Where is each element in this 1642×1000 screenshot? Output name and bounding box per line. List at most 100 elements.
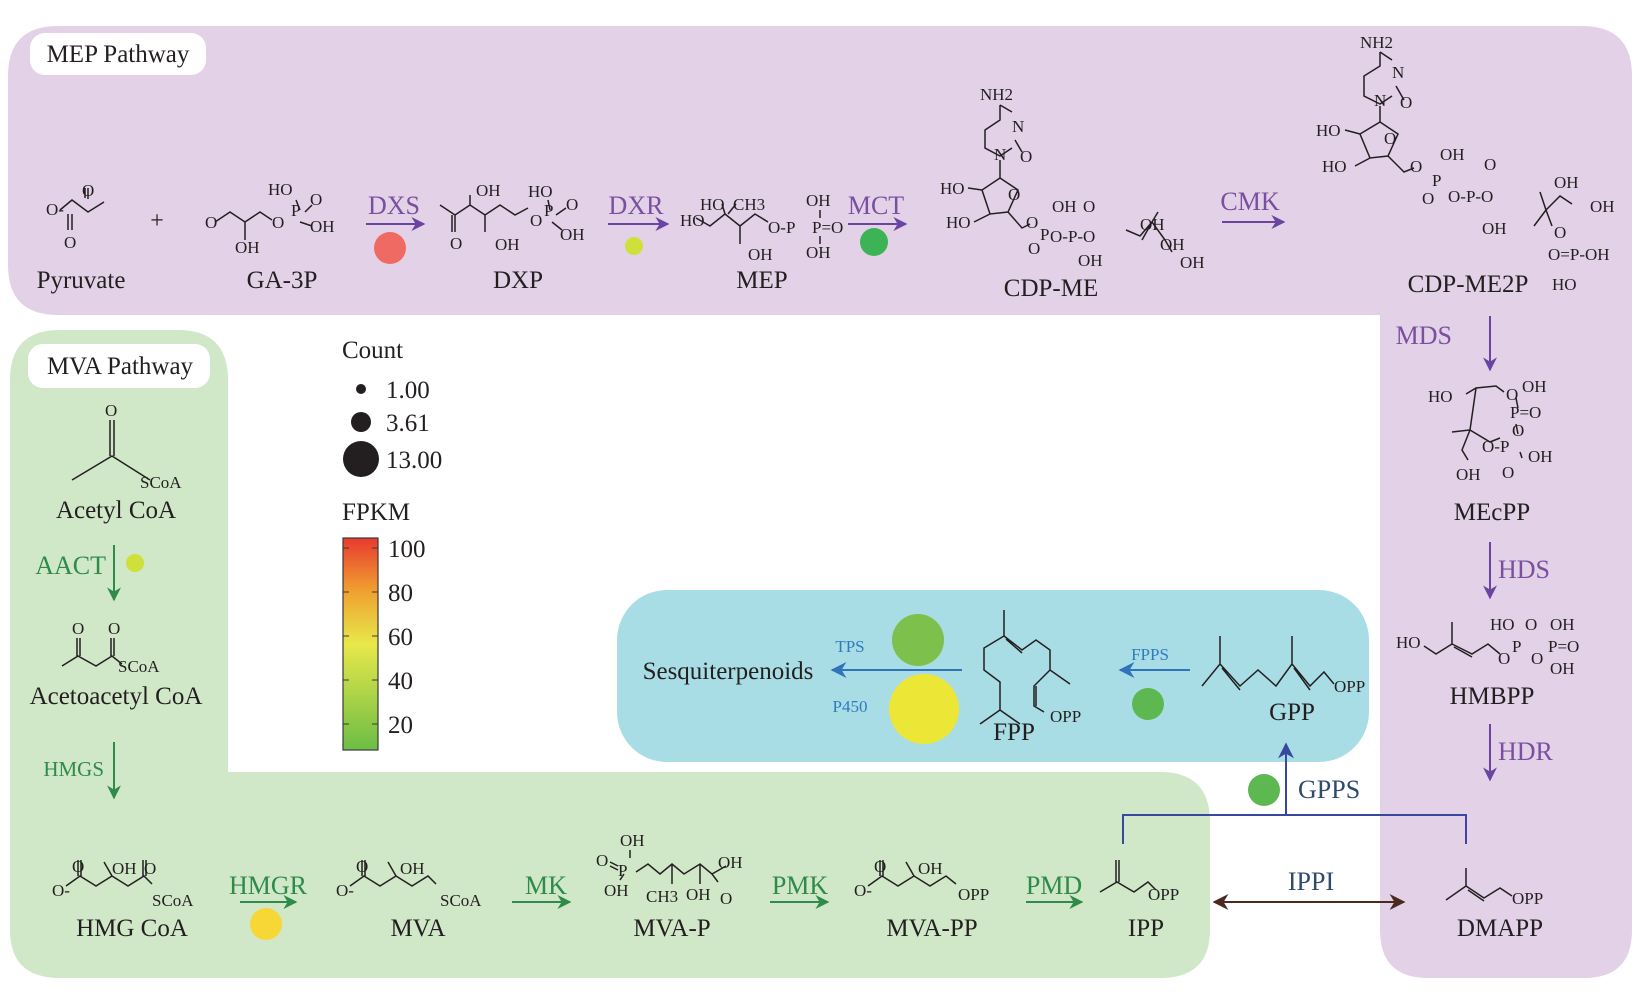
svg-text:O: O xyxy=(1026,213,1038,232)
svg-text:O: O xyxy=(1506,385,1518,404)
compound-ga3p: GA-3P xyxy=(247,267,318,294)
mep-pathway-label: MEP Pathway xyxy=(47,41,190,68)
enzyme-ippi: IPPI xyxy=(1288,867,1334,896)
mva-pp-structure: O- O OH OPP xyxy=(854,857,989,904)
mep-label-box xyxy=(30,33,206,75)
bubble-tps xyxy=(892,614,944,666)
dxp-structure: OH O OH HO O P O OH xyxy=(439,181,585,254)
enzyme-hdr: HDR xyxy=(1498,737,1554,766)
hmg-coa-structure: O- O OH O SCoA xyxy=(52,857,194,910)
bubble-aact xyxy=(126,554,144,572)
svg-text:O-: O- xyxy=(854,881,872,900)
svg-text:P=O: P=O xyxy=(1548,637,1579,656)
svg-text:HO: HO xyxy=(1490,615,1515,634)
fpkm-tick-label: 40 xyxy=(388,668,413,695)
bubble-p450 xyxy=(889,674,959,744)
svg-text:O: O xyxy=(1484,155,1496,174)
count-legend-label-2: 3.61 xyxy=(386,410,430,437)
svg-text:P: P xyxy=(1432,171,1441,190)
compound-hmg-coa: HMG CoA xyxy=(76,915,188,942)
svg-text:OH: OH xyxy=(1440,145,1465,164)
fpkm-tick-label: 20 xyxy=(388,712,413,739)
count-legend-dot-large xyxy=(343,441,379,477)
svg-text:SCoA: SCoA xyxy=(118,657,160,676)
svg-text:P=O: P=O xyxy=(812,218,843,237)
svg-text:O: O xyxy=(105,401,117,420)
svg-text:OH: OH xyxy=(806,191,831,210)
svg-text:SCoA: SCoA xyxy=(140,473,182,492)
svg-text:OH: OH xyxy=(1052,197,1077,216)
count-legend: Count 1.00 3.61 13.00 xyxy=(342,337,442,477)
svg-text:OPP: OPP xyxy=(1512,889,1543,908)
svg-text:OH: OH xyxy=(560,225,585,244)
svg-text:OH: OH xyxy=(686,885,711,904)
mva-label-box xyxy=(28,344,210,388)
cdp-me2p-structure: NH2 N N O O HO HO O OH P O O-P-O O OH OH… xyxy=(1316,33,1615,294)
svg-text:O: O xyxy=(1028,239,1040,258)
svg-text:O: O xyxy=(1384,129,1396,148)
enzyme-fpps: FPPS xyxy=(1131,645,1169,664)
svg-text:HO: HO xyxy=(1396,633,1421,652)
svg-text:OH: OH xyxy=(1528,447,1553,466)
mep-region xyxy=(8,26,1632,978)
svg-text:HO: HO xyxy=(1316,121,1341,140)
svg-text:OPP: OPP xyxy=(958,885,989,904)
fpkm-tick-label: 60 xyxy=(388,624,413,651)
svg-text:OPP: OPP xyxy=(1334,677,1365,696)
bubble-fpps xyxy=(1132,688,1164,720)
bubble-hmgr xyxy=(250,908,282,940)
enzyme-hds: HDS xyxy=(1498,555,1550,584)
plus-sign: + xyxy=(150,208,164,234)
svg-text:P: P xyxy=(618,861,627,880)
svg-text:OH: OH xyxy=(620,831,645,850)
pyruvate-structure: O- O O xyxy=(46,181,105,252)
svg-text:OH: OH xyxy=(1140,215,1165,234)
svg-text:O: O xyxy=(356,857,368,876)
svg-text:P: P xyxy=(1040,225,1049,244)
enzyme-gpps: GPPS xyxy=(1298,775,1360,804)
enzyme-p450: P450 xyxy=(833,697,868,716)
svg-text:OH: OH xyxy=(1482,219,1507,238)
svg-text:HO: HO xyxy=(1428,387,1453,406)
compound-ipp: IPP xyxy=(1128,915,1164,942)
svg-text:O=P-OH: O=P-OH xyxy=(1548,245,1610,264)
svg-text:HO: HO xyxy=(528,182,553,201)
svg-text:P: P xyxy=(1512,637,1521,656)
compound-hmbpp: HMBPP xyxy=(1450,683,1535,710)
enzyme-dxs: DXS xyxy=(368,191,420,220)
mva-region xyxy=(10,330,1210,978)
svg-text:O: O xyxy=(108,619,120,638)
svg-text:OH: OH xyxy=(235,238,260,257)
enzyme-pmk: PMK xyxy=(772,871,829,900)
svg-text:O-P-O: O-P-O xyxy=(1448,187,1493,206)
compound-acetyl-coa: Acetyl CoA xyxy=(56,497,176,524)
svg-text:O: O xyxy=(1422,189,1434,208)
svg-text:OPP: OPP xyxy=(1148,885,1179,904)
svg-text:O: O xyxy=(1512,421,1524,440)
compound-dmapp: DMAPP xyxy=(1457,915,1543,942)
bubble-dxs xyxy=(374,232,406,264)
svg-text:HO: HO xyxy=(1552,275,1577,294)
svg-text:O-: O- xyxy=(52,881,70,900)
enzyme-dxr: DXR xyxy=(609,191,665,220)
svg-text:OH: OH xyxy=(476,181,501,200)
svg-text:OH: OH xyxy=(604,881,629,900)
svg-text:OH: OH xyxy=(1180,253,1205,272)
cdp-me-structure: NH2 N N O O HO HO O P O OH O-P-O O OH OH… xyxy=(940,85,1205,272)
gpp-structure: OPP xyxy=(1201,636,1365,696)
svg-text:N: N xyxy=(994,145,1006,164)
svg-text:OPP: OPP xyxy=(1050,707,1081,726)
svg-text:NH2: NH2 xyxy=(980,85,1013,104)
svg-text:O: O xyxy=(82,181,94,200)
gpps-connector xyxy=(1122,814,1467,844)
svg-text:O: O xyxy=(1400,93,1412,112)
svg-text:OH: OH xyxy=(1554,173,1579,192)
svg-text:HO: HO xyxy=(1322,157,1347,176)
svg-text:O: O xyxy=(72,857,84,876)
svg-text:O: O xyxy=(1410,157,1422,176)
enzyme-mds: MDS xyxy=(1396,321,1452,350)
svg-text:O-: O- xyxy=(46,200,64,219)
compound-mecpp: MEcPP xyxy=(1454,499,1530,526)
